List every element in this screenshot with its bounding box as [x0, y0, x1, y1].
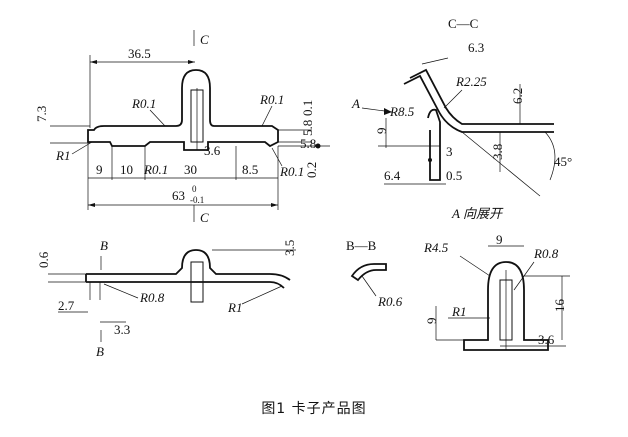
- label-r4-5: R4.5: [423, 240, 449, 255]
- label-r8-5: R8.5: [389, 104, 415, 119]
- label-r1-bottom: R1: [227, 300, 242, 315]
- label-r0-1-right-top: R0.1: [259, 92, 284, 107]
- label-r0-1-left-top: R0.1: [131, 96, 156, 111]
- dim-2-7: 2.7: [58, 298, 75, 313]
- front-view: C C 36.5 7.3 R0.1 R0.1 0.1 5.8 5.8 0.2 R…: [34, 30, 330, 225]
- label-r0-1-right-bottom: R0.1: [279, 164, 304, 179]
- dim-30: 30: [184, 162, 197, 177]
- dim-9-side: 9: [424, 318, 439, 325]
- dim-3: 3: [446, 144, 453, 159]
- dim-3-6-view-a: 3.6: [538, 332, 555, 347]
- dim-8-5: 8.5: [242, 162, 258, 177]
- section-bb-title: B—B: [346, 238, 377, 253]
- dim-3-6: 3.6: [204, 143, 221, 158]
- figure-caption: 图1 卡子产品图: [261, 401, 367, 417]
- dim-0-6: 0.6: [36, 251, 51, 268]
- label-r2-25: R2.25: [455, 74, 487, 89]
- label-r0-1-center: R0.1: [143, 162, 168, 177]
- dim-angle-45: 45°: [554, 154, 572, 169]
- dim-10: 10: [120, 162, 133, 177]
- dim-3-5: 3.5: [282, 240, 297, 256]
- label-r0-6: R0.6: [377, 294, 403, 309]
- dim-6-3: 6.3: [468, 40, 484, 55]
- dim-6-2: 6.2: [510, 88, 525, 104]
- dim-5-8-b: 5.8: [300, 136, 316, 151]
- section-bb-view: B—B R0.6: [346, 238, 403, 309]
- section-mark-b-bottom: B: [96, 344, 104, 359]
- dim-9-cc: 9: [374, 128, 389, 135]
- dim-63: 63: [172, 188, 185, 203]
- dim-5-8-a: 5.8: [300, 120, 315, 136]
- dim-36-5: 36.5: [128, 46, 151, 61]
- dim-0-1-a: 0.1: [300, 100, 315, 116]
- tol-upper: 0: [192, 184, 197, 194]
- label-r1-left: R1: [55, 148, 70, 163]
- dim-16: 16: [552, 299, 567, 313]
- dim-6-4: 6.4: [384, 168, 401, 183]
- section-mark-c-top: C: [200, 32, 209, 47]
- dim-3-3: 3.3: [114, 322, 130, 337]
- dim-0-5: 0.5: [446, 168, 462, 183]
- dim-9: 9: [96, 162, 103, 177]
- label-r0-8-bottom: R0.8: [139, 290, 165, 305]
- tol-lower: -0.1: [190, 195, 204, 205]
- dim-7-3: 7.3: [34, 106, 49, 122]
- bottom-view: B B 0.6 3.5 2.7 R0.8 R1 3.3: [36, 238, 297, 359]
- section-cc-view: C—C 6.3 A R8.5 R2.25 6.2 9 3 3.8 45° 6.4…: [351, 16, 572, 221]
- section-mark-b-top: B: [100, 238, 108, 253]
- view-a-label: A 向展开: [451, 206, 504, 221]
- dim-3-8: 3.8: [490, 144, 505, 160]
- section-cc-title: C—C: [448, 16, 478, 31]
- label-r1-view-a: R1: [451, 304, 466, 319]
- dim-0-2: 0.2: [304, 162, 319, 178]
- view-a-unfold: 9 R4.5 R0.8 R1 9 16 3.6: [423, 232, 570, 351]
- section-mark-c-bottom: C: [200, 210, 209, 225]
- label-r0-8-view-a: R0.8: [533, 246, 559, 261]
- dim-9-top: 9: [496, 232, 503, 247]
- arrow-label-a: A: [351, 96, 360, 111]
